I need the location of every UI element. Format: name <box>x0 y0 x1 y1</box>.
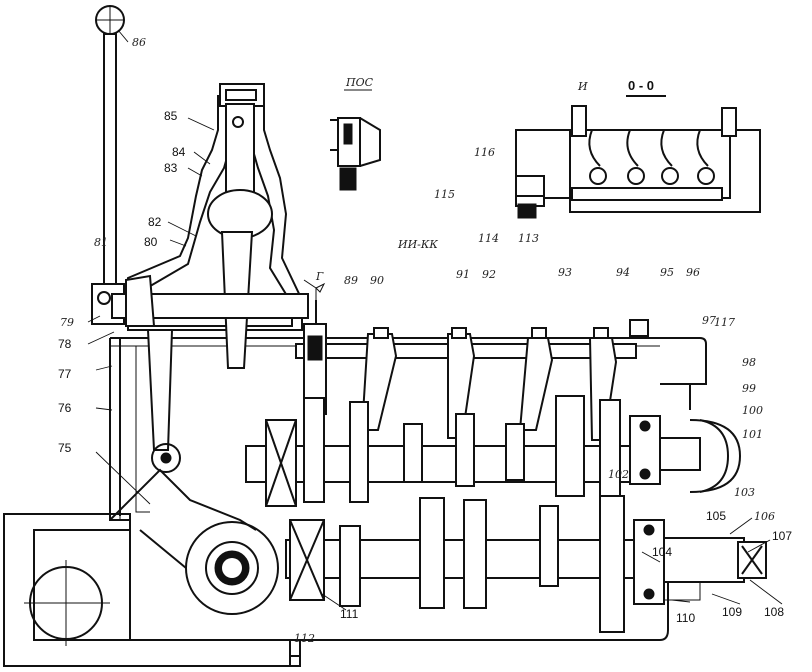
callout-103: 103 <box>734 486 755 499</box>
callout-99: 99 <box>742 382 756 395</box>
view-labels: 0 - 0 И ПОС ИИ-КК Г <box>315 76 666 283</box>
section-label-ii-kk: ИИ-КК <box>397 238 438 251</box>
section-view-0-0 <box>515 105 761 219</box>
callout-111: 111 <box>340 607 359 621</box>
callout-95: 95 <box>660 266 674 279</box>
arrow-mark: Г <box>315 270 324 283</box>
callout-labels: 75 76 77 78 79 80 81 82 83 84 85 86 89 9… <box>58 36 792 645</box>
callout-80: 80 <box>144 235 158 249</box>
callout-86: 86 <box>132 36 146 49</box>
detail-label-pos: ПОС <box>345 76 374 89</box>
callout-82: 82 <box>148 215 162 229</box>
callout-93: 93 <box>558 266 572 279</box>
main-shaft <box>245 395 742 507</box>
callout-113: 113 <box>518 232 539 245</box>
callout-97: 97 <box>702 314 716 327</box>
callout-100: 100 <box>742 404 763 417</box>
shift-rail-assembly <box>295 279 649 441</box>
callout-96: 96 <box>686 266 700 279</box>
counter-shaft <box>285 495 767 633</box>
section-marker: И <box>577 80 588 93</box>
callout-76: 76 <box>58 401 72 415</box>
callout-77: 77 <box>58 367 72 381</box>
callout-92: 92 <box>482 268 496 281</box>
callout-78: 78 <box>58 337 72 351</box>
callout-94: 94 <box>616 266 630 279</box>
callout-109: 109 <box>722 605 742 619</box>
callout-81: 81 <box>94 236 108 249</box>
callout-98: 98 <box>742 356 756 369</box>
callout-83: 83 <box>164 161 178 175</box>
callout-114: 114 <box>478 232 499 245</box>
callout-101: 101 <box>742 428 763 441</box>
callout-75: 75 <box>58 441 72 455</box>
callout-117: 117 <box>714 316 735 329</box>
callout-79: 79 <box>60 316 74 329</box>
callout-85: 85 <box>164 109 178 123</box>
callout-116: 116 <box>474 146 495 159</box>
callout-106: 106 <box>754 510 775 523</box>
section-title: 0 - 0 <box>628 78 654 93</box>
callout-89: 89 <box>344 274 358 287</box>
callout-102: 102 <box>608 468 629 481</box>
callout-84: 84 <box>172 145 186 159</box>
output-gear-hub <box>139 521 279 615</box>
leader-lines <box>87 29 783 611</box>
callout-107: 107 <box>772 529 792 543</box>
callout-112: 112 <box>294 632 315 645</box>
callout-108: 108 <box>764 605 784 619</box>
callout-110: 110 <box>676 611 695 625</box>
callout-91: 91 <box>456 268 470 281</box>
callout-115: 115 <box>434 188 455 201</box>
callout-105: 105 <box>706 509 726 523</box>
callout-104: 104 <box>652 545 672 559</box>
detail-view-pos <box>330 117 381 191</box>
callout-90: 90 <box>370 274 384 287</box>
